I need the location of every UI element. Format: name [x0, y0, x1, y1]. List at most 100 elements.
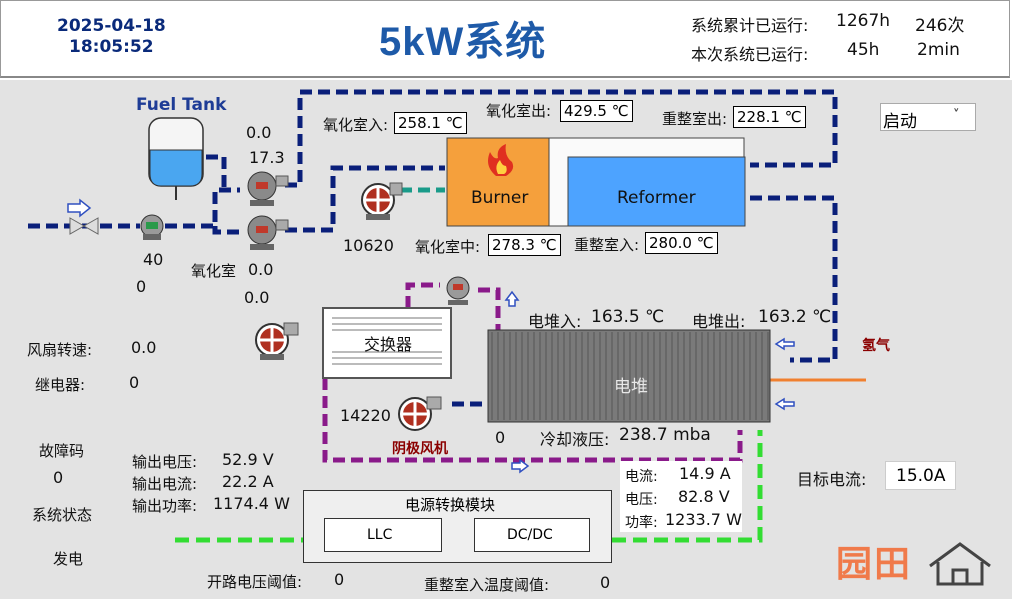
- reformer-label: Reformer: [617, 188, 696, 208]
- coolant-loop: [322, 282, 743, 463]
- target-current-value: 15.0A: [896, 466, 946, 486]
- system-status-value: 发电: [53, 550, 84, 568]
- feed-pump-icon: [140, 214, 164, 240]
- mode-select[interactable]: 启动 ˅: [880, 103, 976, 132]
- home-icon[interactable]: [926, 540, 994, 588]
- fuel-tank-label: Fuel Tank: [136, 95, 227, 115]
- stack-voltage-value: 82.8 V: [678, 487, 730, 506]
- chevron-down-icon: ˅: [953, 108, 960, 123]
- output-voltage-label: 输出电压:: [132, 453, 198, 471]
- fuel-cell-stack: [487, 329, 771, 423]
- fan-speed-value: 0.0: [131, 338, 157, 357]
- exchanger-fan-icon: [255, 322, 299, 360]
- dcdc-label: DC/DC: [507, 527, 553, 543]
- power-converter-module: 电源转换模块 LLC DC/DC: [303, 490, 612, 563]
- ref-in-label: 重整室入:: [574, 236, 640, 254]
- hydrogen-label: 氢气: [862, 338, 890, 354]
- stack-voltage-label: 电压:: [625, 492, 658, 508]
- stack-current-label: 电流:: [625, 469, 658, 485]
- current-run-label: 本次系统已运行:: [691, 45, 809, 64]
- open-voltage-threshold-value: 0: [334, 570, 345, 589]
- cathode-fan-label: 阴极风机: [392, 441, 448, 457]
- output-voltage-value: 52.9 V: [222, 450, 274, 469]
- pump-value-a: 0.0: [246, 123, 272, 142]
- output-power-label: 输出功率:: [132, 497, 198, 515]
- ref-out-value: 228.1 ℃: [733, 106, 806, 128]
- stack-out-temp: 163.2 ℃: [758, 307, 832, 327]
- reformer-block: [567, 156, 746, 227]
- current-hours: 45h: [847, 40, 880, 60]
- ref-out-label: 重整室出:: [662, 110, 728, 128]
- reformer-temp-threshold-label: 重整室入温度阈值:: [424, 576, 550, 594]
- fan-speed-label: 风扇转速:: [27, 341, 93, 359]
- converter-title: 电源转换模块: [405, 496, 496, 514]
- burner-block: [446, 137, 550, 227]
- fault-code-label: 故障码: [39, 442, 85, 460]
- burner-blower-icon: [361, 182, 403, 220]
- mode-select-value: 启动: [883, 112, 917, 132]
- date-label: 2025-04-18: [57, 16, 166, 36]
- fuel-pump-upper-icon: [247, 171, 289, 206]
- stack-electrical-panel: 电流: 14.9 A 电压: 82.8 V 功率: 1233.7 W: [620, 461, 742, 532]
- stack-in-temp: 163.5 ℃: [591, 307, 665, 327]
- ref-in-value: 280.0 ℃: [645, 232, 718, 254]
- header-bar: 2025-04-18 18:05:52 5kW系统 系统累计已运行: 1267h…: [0, 0, 1010, 78]
- relay-value: 0: [129, 373, 140, 392]
- relay-label: 继电器:: [35, 376, 86, 394]
- cathode-fan-speed: 14220: [340, 406, 391, 425]
- feed-pump-value: 40: [143, 250, 164, 269]
- llc-block: [324, 518, 442, 552]
- brand-logo: 园田: [836, 544, 913, 585]
- power-lines: [175, 430, 763, 543]
- output-current-value: 22.2 A: [222, 472, 274, 491]
- reformer-temp-threshold-value: 0: [600, 573, 611, 592]
- total-count: 246次: [915, 16, 965, 36]
- stack-current-value: 14.9 A: [679, 464, 731, 483]
- ox-mid-label: 氧化室中:: [415, 238, 481, 256]
- fuel-pump-lower-icon: [247, 215, 289, 250]
- oxidation-chamber-label: 氧化室: [191, 262, 237, 280]
- fault-code-value: 0: [53, 468, 64, 487]
- burner-label: Burner: [471, 188, 529, 208]
- heat-exchanger: [322, 307, 452, 379]
- flame-icon: [488, 144, 514, 176]
- coolant-pressure-label: 冷却液压:: [540, 430, 610, 449]
- fuel-tank: [148, 117, 204, 200]
- stack-bottom-value: 0: [495, 428, 506, 447]
- flow-arrows: [504, 290, 795, 474]
- time-label: 18:05:52: [69, 37, 154, 57]
- stack-label: 电堆: [614, 377, 648, 397]
- open-voltage-threshold-label: 开路电压阈值:: [207, 573, 303, 591]
- dcdc-block: [474, 518, 590, 552]
- pump-value-d: 0.0: [244, 288, 270, 307]
- ox-out-value: 429.5 ℃: [560, 100, 633, 122]
- llc-label: LLC: [367, 527, 393, 543]
- pump-value-c: 0.0: [248, 260, 274, 279]
- ox-in-label: 氧化室入:: [323, 116, 389, 134]
- valve-icon: [67, 198, 99, 235]
- target-current-input[interactable]: 15.0A: [885, 461, 956, 490]
- stack-in-label: 电堆入:: [528, 312, 582, 331]
- output-current-label: 输出电流:: [132, 475, 198, 493]
- stack-out-label: 电堆出:: [692, 312, 746, 331]
- system-status-label: 系统状态: [32, 506, 93, 524]
- target-current-label: 目标电流:: [797, 470, 867, 489]
- ox-in-value: 258.1 ℃: [394, 112, 467, 134]
- feed-pump-value-2: 0: [136, 277, 147, 296]
- page-title: 5kW系统: [379, 20, 547, 64]
- ox-mid-value: 278.3 ℃: [488, 234, 561, 256]
- coolant-pressure-value: 238.7 mba: [619, 425, 711, 445]
- cathode-fan-icon: [398, 396, 442, 431]
- pump-value-b: 17.3: [249, 148, 285, 167]
- stack-power-value: 1233.7 W: [665, 510, 742, 529]
- stack-power-label: 功率:: [625, 515, 658, 531]
- total-hours: 1267h: [836, 11, 891, 31]
- current-minutes: 2min: [917, 40, 960, 60]
- ox-out-label: 氧化室出:: [486, 102, 552, 120]
- blower-speed-value: 10620: [343, 236, 394, 255]
- total-run-label: 系统累计已运行:: [691, 16, 809, 35]
- output-power-value: 1174.4 W: [213, 494, 290, 513]
- coolant-pump-icon: [446, 276, 470, 305]
- exchanger-label: 交换器: [364, 335, 413, 354]
